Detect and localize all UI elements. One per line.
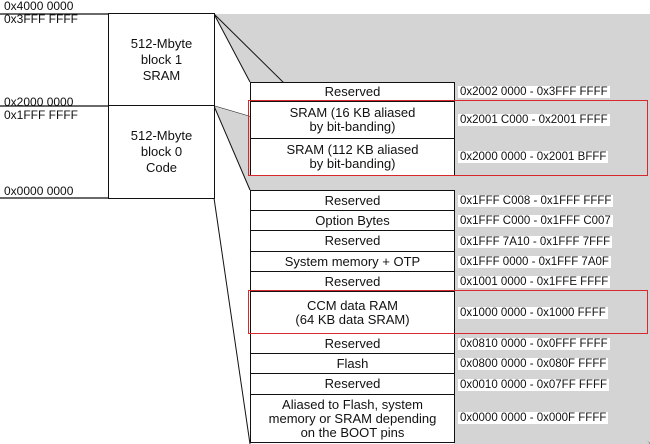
region-row: Flash <box>250 353 455 374</box>
region-label: Aliased to Flash, system memory or SRAM … <box>268 396 437 440</box>
block-1-sram: 512-Mbyte block 1 SRAM <box>108 13 215 107</box>
region-row: Reserved <box>250 333 455 354</box>
region-row: CCM data RAM (64 KB data SRAM) <box>250 291 455 334</box>
region-range: 0x2002 0000 - 0x3FFF FFFF <box>458 86 610 98</box>
region-range: 0x0800 0000 - 0x080F FFFF <box>458 358 609 370</box>
region-row: System memory + OTP <box>250 251 455 272</box>
code-wedge-bottom-line <box>213 197 251 444</box>
region-label: Reserved <box>324 376 381 391</box>
region-label: Option Bytes <box>315 212 390 228</box>
region-row: Reserved <box>250 190 455 211</box>
address-label: 0x1FFF FFFF <box>4 108 78 122</box>
region-range: 0x1FFF 7A10 - 0x1FFF 7FFF <box>458 236 613 248</box>
address-label: 0x0000 0000 <box>4 184 74 198</box>
region-range: 0x0810 0000 - 0x0FFF FFFF <box>458 338 610 350</box>
region-row: Reserved <box>250 373 455 395</box>
region-row: Reserved <box>250 271 455 292</box>
region-range: 0x1FFF C008 - 0x1FFF FFFF <box>458 195 614 207</box>
address-label: 0x4000 0000 <box>4 0 74 13</box>
region-row: SRAM (112 KB aliased by bit-banding) <box>250 138 455 176</box>
block-label: 512-Mbyte block 1 SRAM <box>130 36 193 83</box>
region-range: 0x0010 0000 - 0x07FF FFFF <box>458 379 610 391</box>
region-range: 0x1001 0000 - 0x1FFE FFFF <box>458 276 611 288</box>
region-label: Reserved <box>324 335 381 351</box>
region-label: System memory + OTP <box>284 253 421 269</box>
region-label: SRAM (16 KB aliased by bit-banding) <box>289 105 416 134</box>
region-label: Reserved <box>324 273 381 289</box>
region-row: SRAM (16 KB aliased by bit-banding) <box>250 101 455 139</box>
address-label: 0x3FFF FFFF <box>4 12 78 26</box>
region-label: SRAM (112 KB aliased by bit-banding) <box>286 142 419 171</box>
sram-wedge-left-line <box>213 13 251 83</box>
region-label: Reserved <box>324 84 381 99</box>
region-row: Reserved <box>250 82 455 102</box>
address-label: 0x2000 0000 <box>4 95 74 109</box>
code-wedge-top-line <box>213 105 251 191</box>
region-range: 0x2001 C000 - 0x2001 FFFF <box>458 114 610 126</box>
region-label: CCM data RAM (64 KB data SRAM) <box>295 297 410 327</box>
block-0-code: 512-Mbyte block 0 Code <box>108 105 215 199</box>
region-range: 0x2000 0000 - 0x2001 BFFF <box>458 151 609 163</box>
region-label: Flash <box>336 355 369 371</box>
block-label: 512-Mbyte block 0 Code <box>130 128 193 175</box>
region-range: 0x1FFF C000 - 0x1FFF C007 <box>458 215 613 227</box>
region-row: Reserved <box>250 230 455 252</box>
region-range: 0x1FFF 0000 - 0x1FFF 7A0F <box>458 256 611 268</box>
region-row: Option Bytes <box>250 210 455 231</box>
region-row: Aliased to Flash, system memory or SRAM … <box>250 394 455 443</box>
region-label: Reserved <box>324 233 381 248</box>
region-range: 0x0000 0000 - 0x000F FFFF <box>458 412 609 424</box>
region-label: Reserved <box>324 192 381 208</box>
region-range: 0x1000 0000 - 0x1000 FFFF <box>458 307 608 319</box>
